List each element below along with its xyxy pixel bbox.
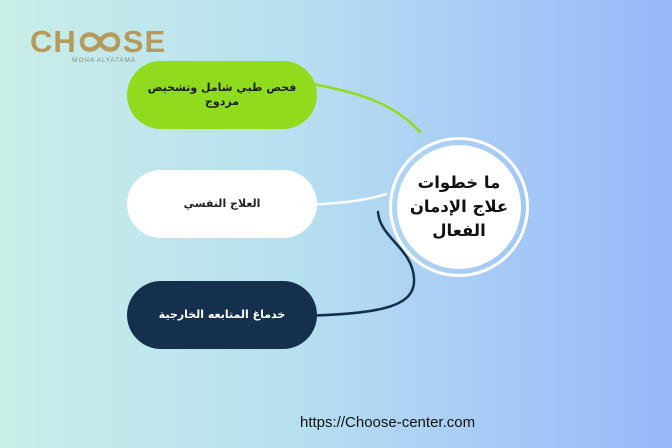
logo-word-right: SE: [122, 24, 167, 59]
logo-infinity-icon: [78, 28, 122, 56]
logo-wordmark: CH SE: [30, 26, 180, 58]
center-title-circle: ما خطوات علاج الإدمان الفعال: [397, 145, 521, 269]
connector-navy: [298, 210, 416, 318]
website-url: https://Choose-center.com: [300, 414, 476, 431]
step-medical-exam-label: فحص طبي شامل وتشخيص مزدوج: [147, 81, 297, 108]
step-followup-services-label: خدماغ المتابعه الخارجية: [158, 308, 286, 321]
step-followup-services: خدماغ المتابعه الخارجية: [127, 281, 317, 349]
logo-subtitle: MONA ALYATAMA: [72, 57, 136, 64]
step-medical-exam: فحص طبي شامل وتشخيص مزدوج: [127, 61, 317, 129]
logo-word-left: CH: [30, 24, 77, 59]
step-psychotherapy: العلاج النفسي: [127, 170, 317, 238]
center-ring: [389, 137, 529, 277]
connector-green: [300, 80, 422, 134]
step-psychotherapy-label: العلاج النفسي: [183, 197, 261, 210]
center-title: ما خطوات علاج الإدمان الفعال: [409, 173, 509, 240]
brand-logo: CH SE MONA ALYATAMA: [30, 26, 180, 65]
